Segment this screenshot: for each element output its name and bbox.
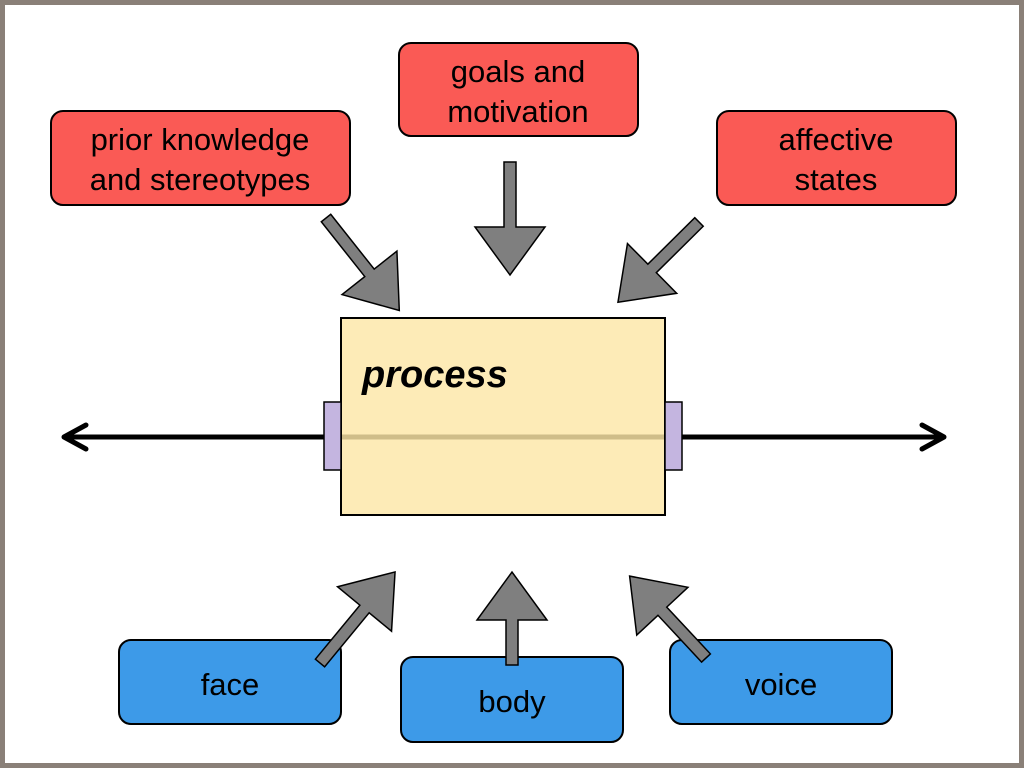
influence-label-line: prior knowledge xyxy=(91,122,310,157)
cue-box-face: face xyxy=(118,639,342,725)
process-label: process xyxy=(361,354,508,396)
arrow-prior-to-process xyxy=(320,213,401,312)
cue-label: body xyxy=(478,684,546,719)
left-connector-tab xyxy=(323,401,342,471)
influence-label-line: motivation xyxy=(447,94,588,129)
influence-label-line: states xyxy=(795,162,878,197)
arrow-goals-to-process xyxy=(473,161,547,277)
process-box: process xyxy=(340,317,666,516)
cue-box-body: body xyxy=(400,656,624,743)
influence-box-prior: prior knowledge and stereotypes xyxy=(50,110,351,206)
influence-label-line: goals and xyxy=(451,54,585,89)
arrow-voice-to-process xyxy=(628,575,712,664)
right-arrowhead xyxy=(919,422,947,452)
arrow-body-to-process xyxy=(475,570,549,666)
influence-label-line: affective xyxy=(779,122,894,157)
arrow-affective-to-process xyxy=(617,216,705,304)
influence-box-affective: affective states xyxy=(716,110,957,206)
influence-label-line: and stereotypes xyxy=(90,162,311,197)
cue-box-voice: voice xyxy=(669,639,893,725)
right-connector-tab xyxy=(664,401,683,471)
left-arrowhead xyxy=(61,422,89,452)
influence-box-goals: goals and motivation xyxy=(398,42,639,137)
cue-label: face xyxy=(201,667,260,702)
arrow-face-to-process xyxy=(314,570,396,668)
cue-label: voice xyxy=(745,667,817,702)
diagram-canvas: process prior knowledge and stereotypes … xyxy=(50,42,957,743)
